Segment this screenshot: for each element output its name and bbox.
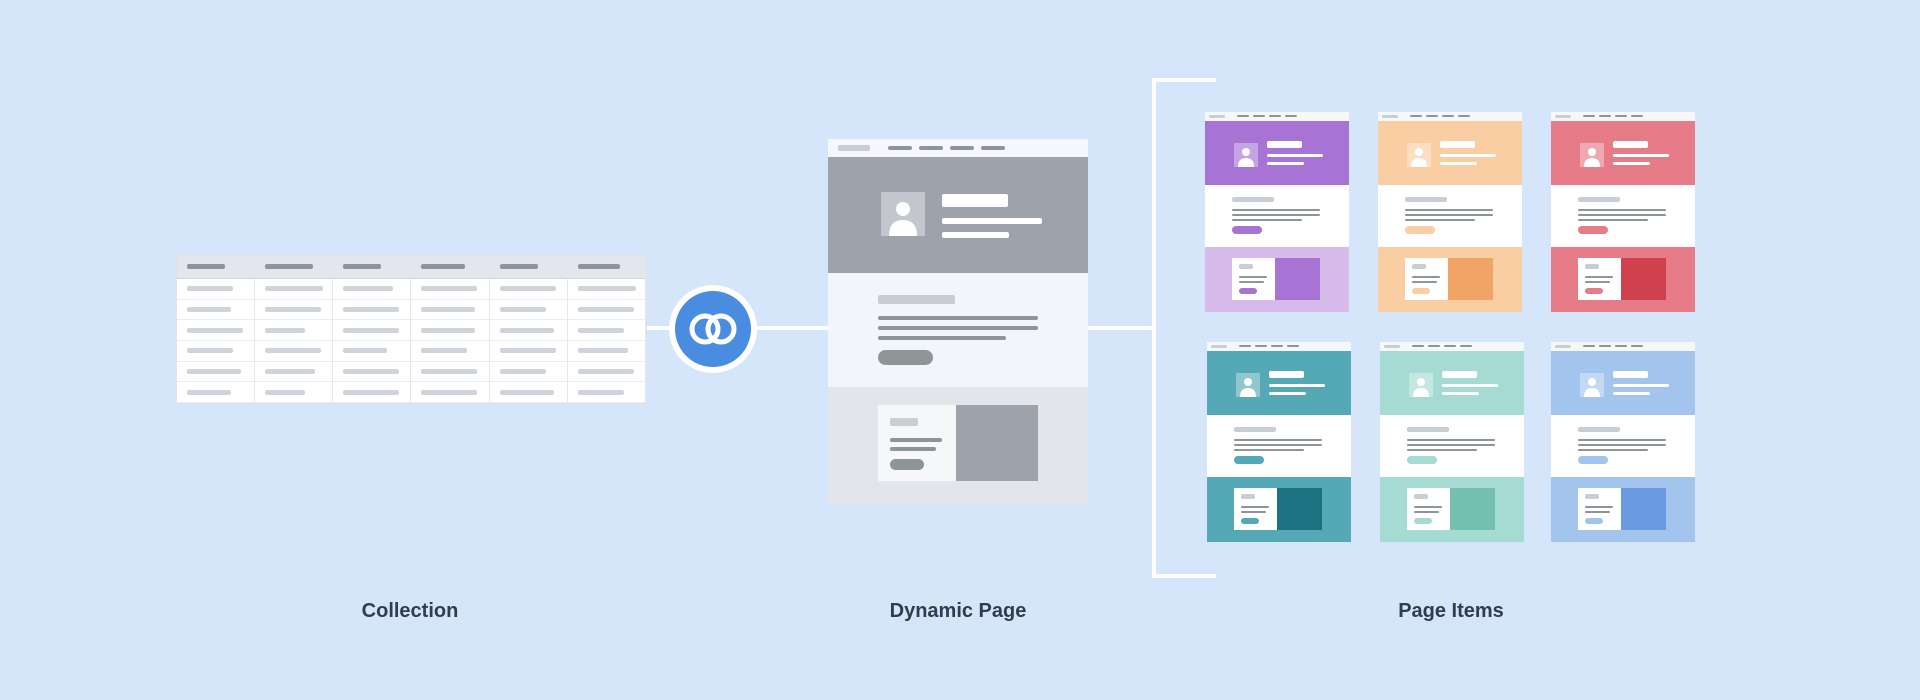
collection-header-cell	[489, 255, 568, 279]
collection-cell	[489, 382, 568, 403]
link-icon	[675, 291, 751, 367]
collection-header-cell	[567, 255, 646, 279]
template-hero	[828, 157, 1088, 273]
collection-cell	[333, 279, 412, 300]
link-badge	[669, 285, 757, 373]
collection-cell	[411, 279, 490, 300]
collection-grid	[177, 255, 646, 403]
collection-cell	[177, 299, 256, 321]
collection-cell	[567, 361, 646, 383]
collection-cell	[255, 299, 334, 321]
template-footer	[828, 387, 1088, 505]
template-nav	[828, 139, 1088, 157]
collection-cell	[177, 340, 256, 362]
collection-cell	[489, 340, 568, 362]
collection-cell	[489, 361, 568, 383]
collection-cell	[567, 279, 646, 300]
template-body	[828, 273, 1088, 387]
page-item-card-purple	[1205, 112, 1349, 312]
person-icon	[1407, 143, 1431, 167]
person-icon	[1580, 143, 1604, 167]
collection-cell	[255, 361, 334, 383]
collection-cell	[177, 361, 256, 383]
page-items-label: Page Items	[1398, 600, 1504, 622]
collection-cell	[177, 382, 256, 403]
connector-collection-to-link	[645, 326, 671, 330]
collection-cell	[255, 320, 334, 341]
collection-header-cell	[177, 255, 256, 279]
connector-page-to-items	[1088, 326, 1154, 330]
collection-cell	[255, 382, 334, 403]
items-bracket	[1152, 78, 1216, 578]
avatar	[881, 192, 925, 236]
person-icon	[1580, 373, 1604, 397]
collection-label: Collection	[361, 600, 459, 622]
collection-header-cell	[333, 255, 412, 279]
collection-cell	[411, 299, 490, 321]
collection-cell	[333, 361, 412, 383]
collection-cell	[567, 340, 646, 362]
collection-cell	[333, 299, 412, 321]
collection-cell	[177, 279, 256, 300]
collection-cell	[411, 340, 490, 362]
collection-cell	[255, 279, 334, 300]
collection-cell	[411, 320, 490, 341]
collection-cell	[489, 320, 568, 341]
collection-table	[176, 254, 647, 404]
person-icon	[1409, 373, 1433, 397]
dynamic-page-label: Dynamic Page	[889, 600, 1027, 622]
dynamic-page-template	[828, 139, 1088, 505]
page-item-card-red	[1551, 112, 1695, 312]
person-icon	[889, 202, 917, 236]
page-item-card-blue	[1551, 342, 1695, 542]
collection-cell	[411, 382, 490, 403]
collection-cell	[333, 340, 412, 362]
collection-cell	[567, 382, 646, 403]
page-item-card-orange	[1378, 112, 1522, 312]
page-item-card-mint	[1380, 342, 1524, 542]
person-icon	[1234, 143, 1258, 167]
collection-cell	[489, 279, 568, 300]
collection-cell	[177, 320, 256, 341]
collection-cell	[411, 361, 490, 383]
connector-link-to-page	[755, 326, 830, 330]
collection-cell	[333, 382, 412, 403]
person-icon	[1236, 373, 1260, 397]
page-item-card-teal	[1207, 342, 1351, 542]
collection-cell	[255, 340, 334, 362]
collection-cell	[567, 299, 646, 321]
collection-cell	[333, 320, 412, 341]
collection-cell	[489, 299, 568, 321]
collection-header-cell	[411, 255, 490, 279]
collection-header-cell	[255, 255, 334, 279]
collection-cell	[567, 320, 646, 341]
